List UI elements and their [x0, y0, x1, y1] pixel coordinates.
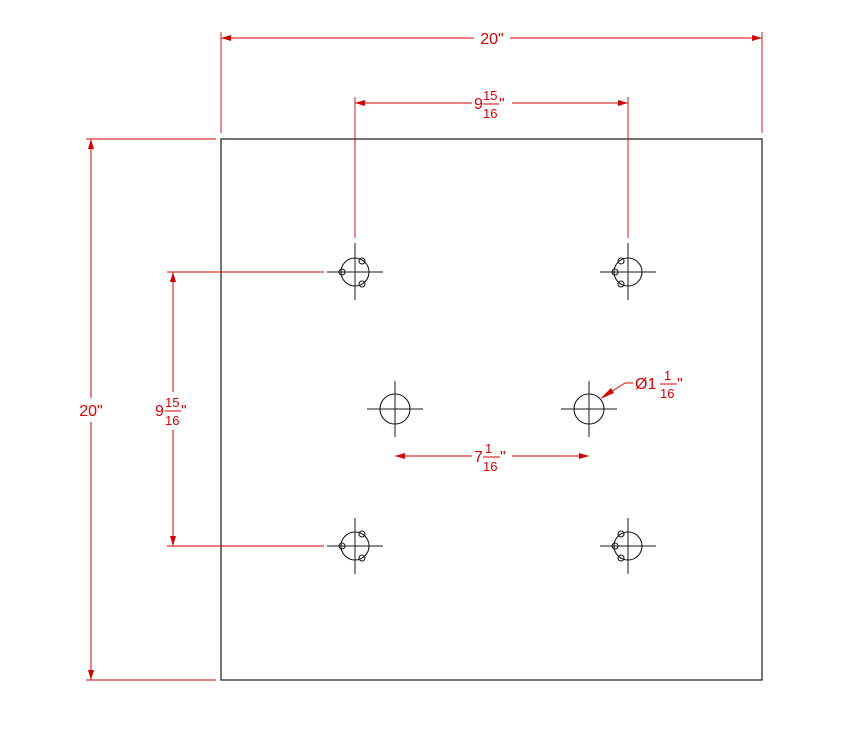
dim-left-spacing-numerator: 15	[165, 395, 179, 410]
dim-hole-diameter: Ø1 1 16 "	[635, 368, 683, 401]
dim-top-spacing-denominator: 16	[483, 106, 497, 121]
dim-center-spacing-suffix: "	[500, 449, 506, 466]
dim-diameter-denominator: 16	[660, 386, 674, 401]
diameter-leader-arrow	[600, 388, 614, 399]
dim-left-spacing-suffix: "	[181, 403, 187, 420]
dim-top-spacing-whole: 9	[474, 96, 483, 113]
center-hole-right	[561, 381, 617, 437]
dim-overall-width: 20"	[480, 31, 503, 48]
dim-diameter-numerator: 1	[664, 368, 671, 383]
corner-hole-bottom-left	[327, 518, 383, 574]
dim-top-spacing-suffix: "	[499, 96, 505, 113]
dim-diameter-whole: Ø1	[635, 376, 656, 393]
dim-left-spacing-whole: 9	[155, 403, 164, 420]
plate-outline	[220, 138, 763, 681]
dim-overall-height: 20"	[79, 403, 102, 420]
dim-top-hole-spacing: 9 15 16 "	[474, 88, 505, 121]
dim-diameter-suffix: "	[677, 376, 683, 393]
dim-left-spacing-denominator: 16	[165, 413, 179, 428]
dim-top-spacing-numerator: 15	[483, 88, 497, 103]
dim-center-spacing-numerator: 1	[485, 441, 492, 456]
dim-left-hole-spacing: 9 15 16 "	[155, 395, 187, 428]
dim-center-spacing-whole: 7	[474, 449, 483, 466]
corner-hole-top-right	[600, 243, 656, 300]
corner-hole-bottom-right	[600, 518, 656, 574]
dim-center-hole-spacing: 7 1 16 "	[474, 441, 506, 474]
center-hole-left	[367, 381, 423, 437]
corner-hole-top-left	[327, 243, 383, 300]
dim-center-spacing-denominator: 16	[483, 459, 497, 474]
